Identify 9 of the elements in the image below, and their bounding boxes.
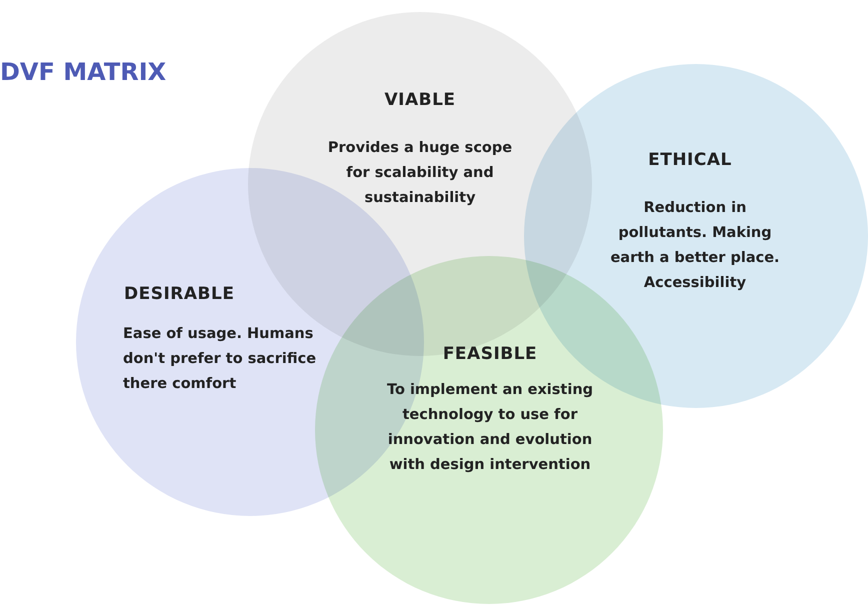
circle-description: Reduction in pollutants. Making earth a better place. Accessibility	[610, 199, 780, 293]
circle-description: Provides a huge scope for scalability and sustainability	[326, 139, 514, 208]
circle-heading: FEASIBLE	[442, 344, 538, 364]
diagram-title: DVF MATRIX	[0, 58, 166, 86]
circle-heading: DESIRABLE	[124, 284, 236, 304]
circle-description: Ease of usage. Humans don't prefer to sacrifice there comfort	[123, 325, 318, 394]
circle-heading: ETHICAL	[647, 150, 733, 170]
circle-description: To implement an existing technology to use for innovation and evolution with design intervention	[386, 381, 594, 475]
circle-heading: VIABLE	[383, 90, 457, 110]
